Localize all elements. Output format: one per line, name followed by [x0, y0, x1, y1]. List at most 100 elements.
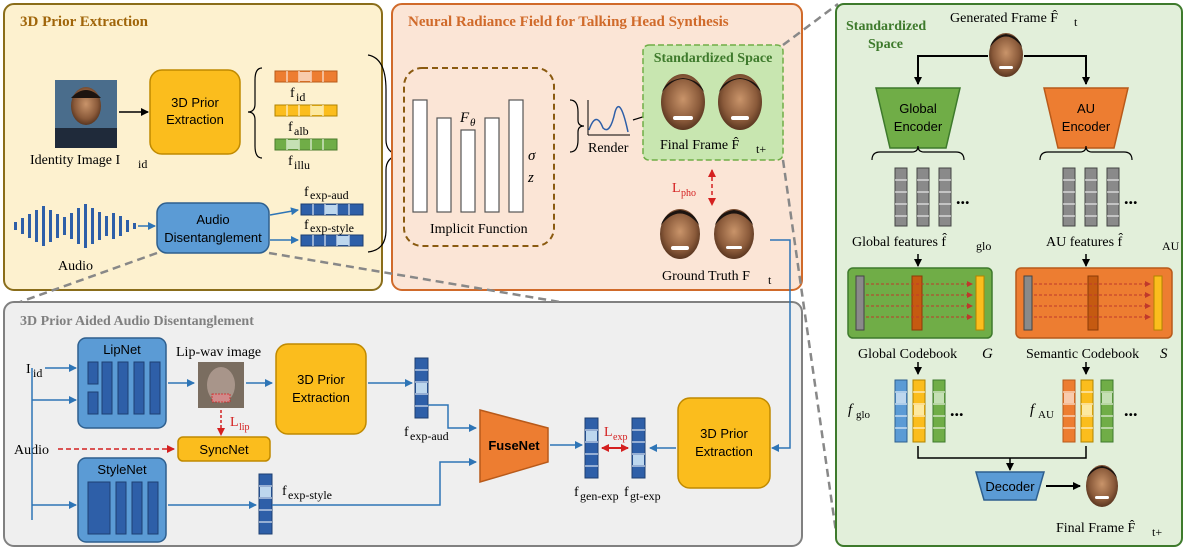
feature-bar-alb — [274, 104, 338, 117]
standardized-space-box — [642, 44, 784, 161]
sigma: σ — [528, 148, 536, 164]
vbar-gt-exp — [631, 417, 646, 479]
au-enc-2: Encoder — [1062, 119, 1111, 134]
au-feature-columns — [1062, 167, 1120, 227]
render-plot — [587, 100, 630, 136]
panel-3d-prior-extraction: 3D Prior Extraction Identity Image I id … — [3, 3, 399, 291]
aided-title: 3D Prior Aided Audio Disentanglement — [20, 314, 254, 329]
decoder: Decoder — [975, 471, 1045, 501]
panel-nerf: Neural Radiance Field for Talking Head S… — [391, 3, 803, 291]
f-alb-sub: alb — [294, 124, 309, 138]
global-codebook-label: Global Codebook — [858, 347, 957, 362]
l-pho: L — [672, 181, 681, 196]
global-feature-columns — [894, 167, 952, 227]
render-label: Render — [588, 141, 629, 156]
identity-sub: id — [138, 157, 147, 171]
f-glo-sub: glo — [856, 409, 871, 421]
semantic-codebook-sym: S — [1160, 346, 1168, 362]
lipnet-label: LipNet — [103, 342, 141, 357]
aided-f-exp-aud-sub: exp-aud — [410, 429, 449, 443]
z-label: z — [527, 170, 534, 186]
glo-column-blue — [894, 379, 908, 443]
final-frame-label: Final Frame F̂ — [660, 136, 740, 153]
prior-box-line1: 3D Prior — [171, 95, 219, 110]
semantic-codebook-label: Semantic Codebook — [1026, 347, 1139, 362]
std-title-2: Space — [868, 37, 903, 52]
prior-box-line2: Extraction — [166, 112, 224, 127]
left-brace — [247, 67, 263, 159]
std-space-title: Standardized Space — [654, 51, 773, 66]
f-id: f — [290, 86, 295, 101]
gt-face-1 — [660, 209, 700, 259]
audio-waveform — [14, 204, 136, 248]
global-codebook-sym: G — [982, 346, 993, 362]
final-face-2 — [718, 74, 762, 130]
output-final-label: Final Frame F̂ — [1056, 519, 1136, 536]
semantic-codebook — [1015, 267, 1173, 339]
mlp-layers — [412, 99, 524, 213]
l-exp: L — [604, 425, 613, 440]
aided-prior2-line2: Extraction — [695, 444, 753, 459]
panel-aided: 3D Prior Aided Audio Disentanglement I i… — [3, 239, 803, 547]
implicit-function-box — [403, 67, 555, 247]
ground-truth-sub: t — [768, 273, 772, 287]
identity-label: Identity Image I — [30, 153, 121, 168]
global-features-sub: glo — [976, 239, 991, 253]
merge-line — [917, 446, 1087, 459]
aided-prior-box: 3D Prior Extraction — [275, 343, 367, 435]
aided-prior-line2: Extraction — [292, 390, 350, 405]
l-lip: L — [230, 415, 239, 430]
render-brace — [569, 99, 585, 153]
l-pho-sub: pho — [681, 188, 696, 199]
f-exp-aud: f — [304, 185, 309, 200]
lip-wav-label: Lip-wav image — [176, 345, 261, 360]
f-illu-sub: illu — [294, 158, 310, 172]
f-glo: f — [848, 402, 854, 418]
lipnet-box: LipNet — [77, 337, 167, 429]
generated-face — [989, 33, 1023, 77]
au-ellipsis: ... — [1124, 188, 1138, 208]
f-theta: F — [459, 110, 470, 126]
final-frame-sub: t+ — [756, 142, 766, 156]
i-id-sub: id — [33, 366, 42, 380]
f-gt-exp-sub: gt-exp — [630, 489, 661, 503]
panel-standardized: Standardized Space Generated Frame F̂ t … — [835, 3, 1183, 547]
generated-label: Generated Frame F̂ — [950, 9, 1058, 26]
global-brace — [871, 145, 965, 161]
aided-prior2-box: 3D Prior Extraction — [677, 397, 771, 489]
f-alb: f — [288, 120, 293, 135]
lip-wav-image — [198, 362, 244, 408]
aided-prior2-line1: 3D Prior — [700, 426, 748, 441]
au-brace — [1039, 145, 1133, 161]
ground-truth-label: Ground Truth F — [662, 269, 750, 284]
aided-f-exp-aud: f — [404, 425, 409, 440]
zoom-connectors — [19, 2, 840, 547]
feature-bar-exp-style — [300, 234, 364, 247]
global-ellipsis: ... — [956, 188, 970, 208]
feature-bar-id — [274, 70, 338, 83]
f-theta-sub: θ — [470, 117, 476, 129]
aided-prior-line1: 3D Prior — [297, 372, 345, 387]
audio-disentanglement-box: Audio Disentanglement — [156, 202, 270, 254]
syncnet-label: SyncNet — [199, 442, 249, 457]
generated-sub: t — [1074, 15, 1078, 29]
au-ellipsis-2: ... — [1124, 400, 1138, 420]
nerf-title: Neural Radiance Field for Talking Head S… — [408, 14, 729, 30]
output-face — [1086, 465, 1118, 507]
l-exp-sub: exp — [613, 432, 627, 443]
f-exp-aud-sub: exp-aud — [310, 188, 349, 202]
global-enc-2: Encoder — [894, 119, 943, 134]
f-gen-exp: f — [574, 485, 579, 500]
std-title-1: Standardized — [846, 19, 926, 34]
au-column-green — [1100, 379, 1114, 443]
implicit-label: Implicit Function — [430, 222, 528, 237]
au-encoder: AU Encoder — [1043, 87, 1129, 149]
f-exp-style: f — [304, 218, 309, 233]
stylenet-box: StyleNet — [77, 457, 167, 543]
audio-label: Audio — [58, 259, 93, 274]
au-column-orange — [1062, 379, 1076, 443]
fusenet-label: FuseNet — [488, 438, 540, 453]
f-illu: f — [288, 154, 293, 169]
audio-box-line1: Audio — [196, 212, 229, 227]
